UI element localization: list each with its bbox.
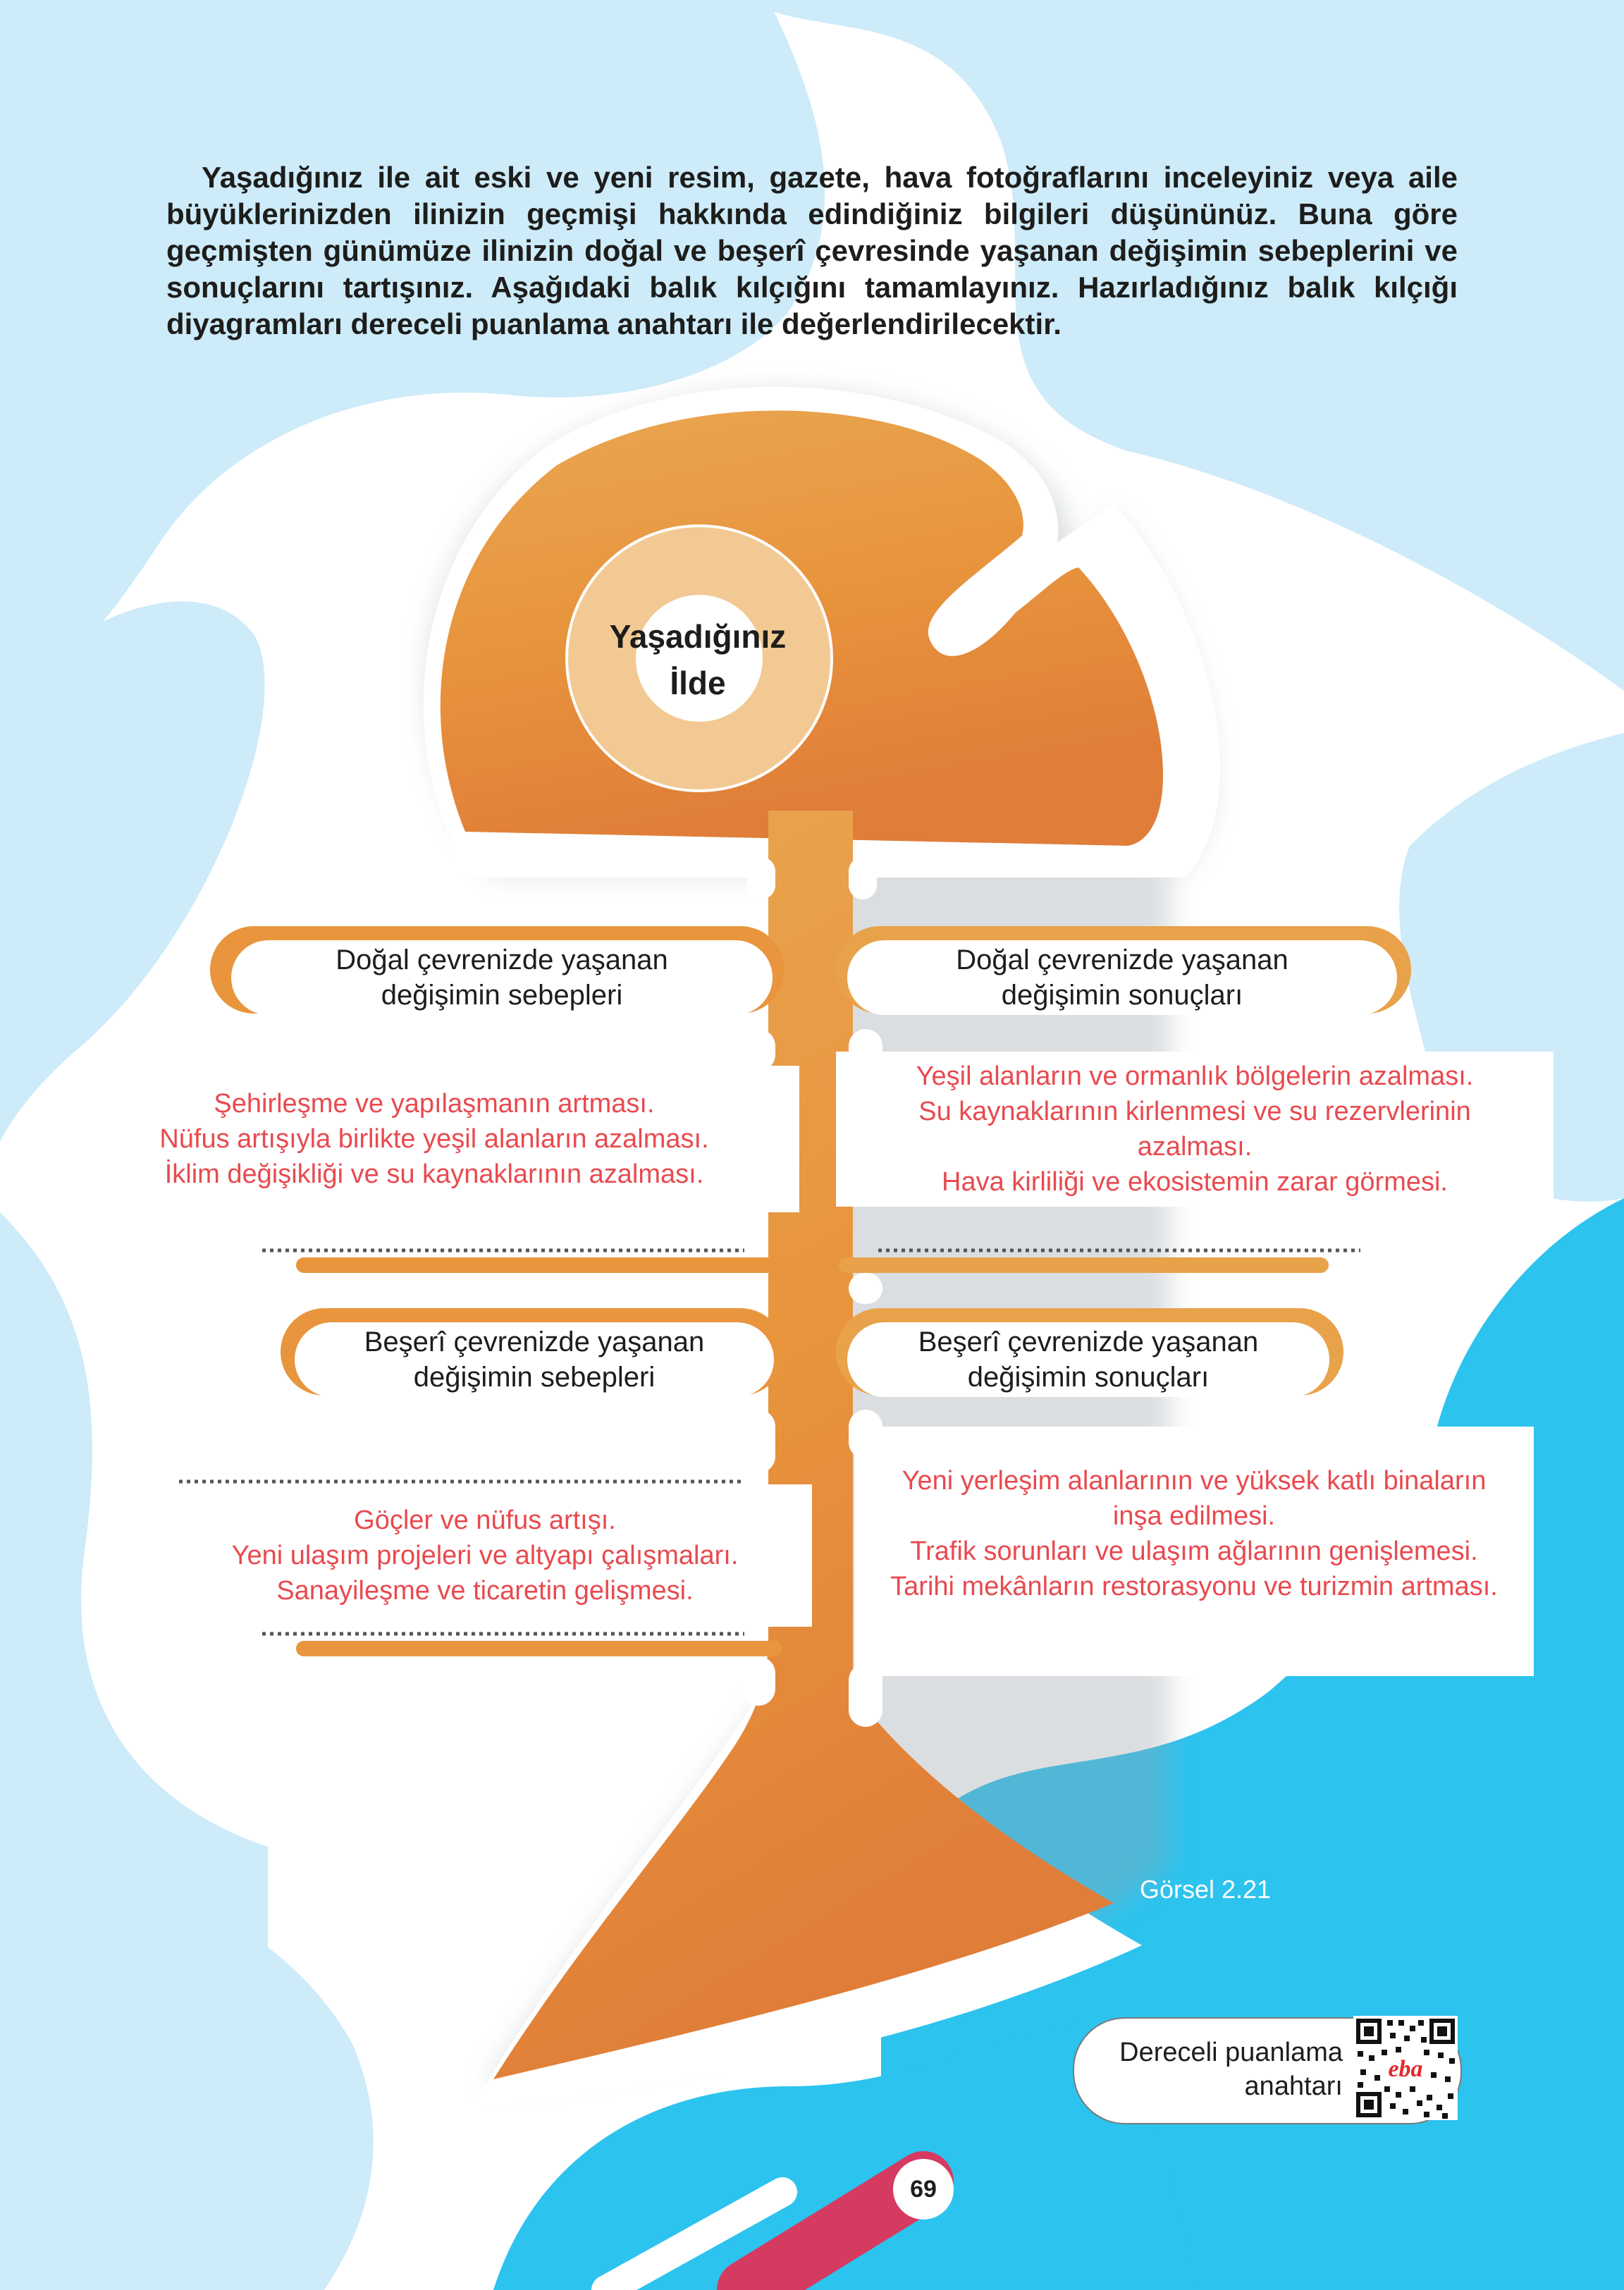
natural-causes-label: Doğal çevrenizde yaşanan değişimin sebep… [231, 940, 773, 1015]
list-item: Yeni ulaşım projeleri ve altyapı çalışma… [231, 1541, 739, 1570]
intro-paragraph: Yaşadığınız ile ait eski ve yeni resim, … [166, 161, 1458, 340]
natural-effects-label: Doğal çevrenizde yaşanan değişimin sonuç… [847, 940, 1397, 1015]
list-item: Sanayileşme ve ticaretin gelişmesi. [276, 1576, 694, 1606]
list-item: Su kaynaklarının kirlenmesi ve su rezerv… [918, 1097, 1471, 1162]
list-item: Yeşil alanların ve ormanlık bölgelerin a… [916, 1061, 1474, 1091]
list-item: Trafik sorunları ve ulaşım ağlarının gen… [910, 1537, 1478, 1566]
human-effects-answers: Yeni yerleşim alanlarının ve yüksek katl… [854, 1427, 1534, 1676]
figure-caption: Görsel 2.21 [1139, 1875, 1272, 1904]
list-item: Şehirleşme ve yapılaşmanın artması. [214, 1089, 655, 1119]
human-effects-label-line2: değişimin sonuçları [967, 1362, 1210, 1393]
qr-code-icon[interactable]: eba [1353, 2016, 1458, 2120]
human-causes-label-line2: değişimin sebepleri [413, 1362, 656, 1393]
human-causes-answers: Göçler ve nüfus artışı. Yeni ulaşım proj… [158, 1484, 812, 1627]
list-item: Nüfus artışıyla birlikte yeşil alanların… [159, 1124, 709, 1154]
human-effects-label-line1: Beşerî çevrenizde yaşanan [918, 1326, 1259, 1358]
list-item: Göçler ve nüfus artışı. [354, 1506, 616, 1535]
list-item: İklim değişikliği ve su kaynaklarının az… [164, 1159, 704, 1189]
human-causes-label-line1: Beşerî çevrenizde yaşanan [364, 1326, 705, 1358]
eba-logo-text: eba [1388, 2056, 1422, 2082]
page-number: 69 [893, 2159, 954, 2220]
natural-effects-answers: Yeşil alanların ve ormanlık bölgelerin a… [836, 1052, 1554, 1207]
fish-head-label: Yaşadığınız İlde [564, 613, 832, 706]
fish-head-line1: Yaşadığınız [609, 618, 787, 655]
natural-causes-answers: Şehirleşme ve yapılaşmanın artması. Nüfu… [69, 1066, 799, 1212]
natural-causes-label-line2: değişimin sebepleri [381, 980, 623, 1011]
natural-causes-label-line1: Doğal çevrenizde yaşanan [336, 944, 668, 975]
rubric-link-line1: Dereceli puanlama [1119, 2038, 1343, 2067]
natural-effects-label-line1: Doğal çevrenizde yaşanan [956, 944, 1288, 975]
human-causes-label: Beşerî çevrenizde yaşanan değişimin sebe… [295, 1322, 774, 1397]
list-item: Hava kirliliği ve ekosistemin zarar görm… [942, 1167, 1448, 1197]
fish-head-line2: İlde [670, 665, 726, 701]
rubric-link-line2: anahtarı [1244, 2072, 1343, 2101]
list-item: Tarihi mekânların restorasyonu ve turizm… [890, 1572, 1498, 1601]
natural-effects-label-line2: değişimin sonuçları [1001, 980, 1243, 1011]
list-item: Yeni yerleşim alanlarının ve yüksek katl… [902, 1466, 1487, 1531]
human-effects-label: Beşerî çevrenizde yaşanan değişimin sonu… [847, 1322, 1329, 1397]
rubric-link-label: Dereceli puanlama anahtarı [1100, 2036, 1343, 2103]
